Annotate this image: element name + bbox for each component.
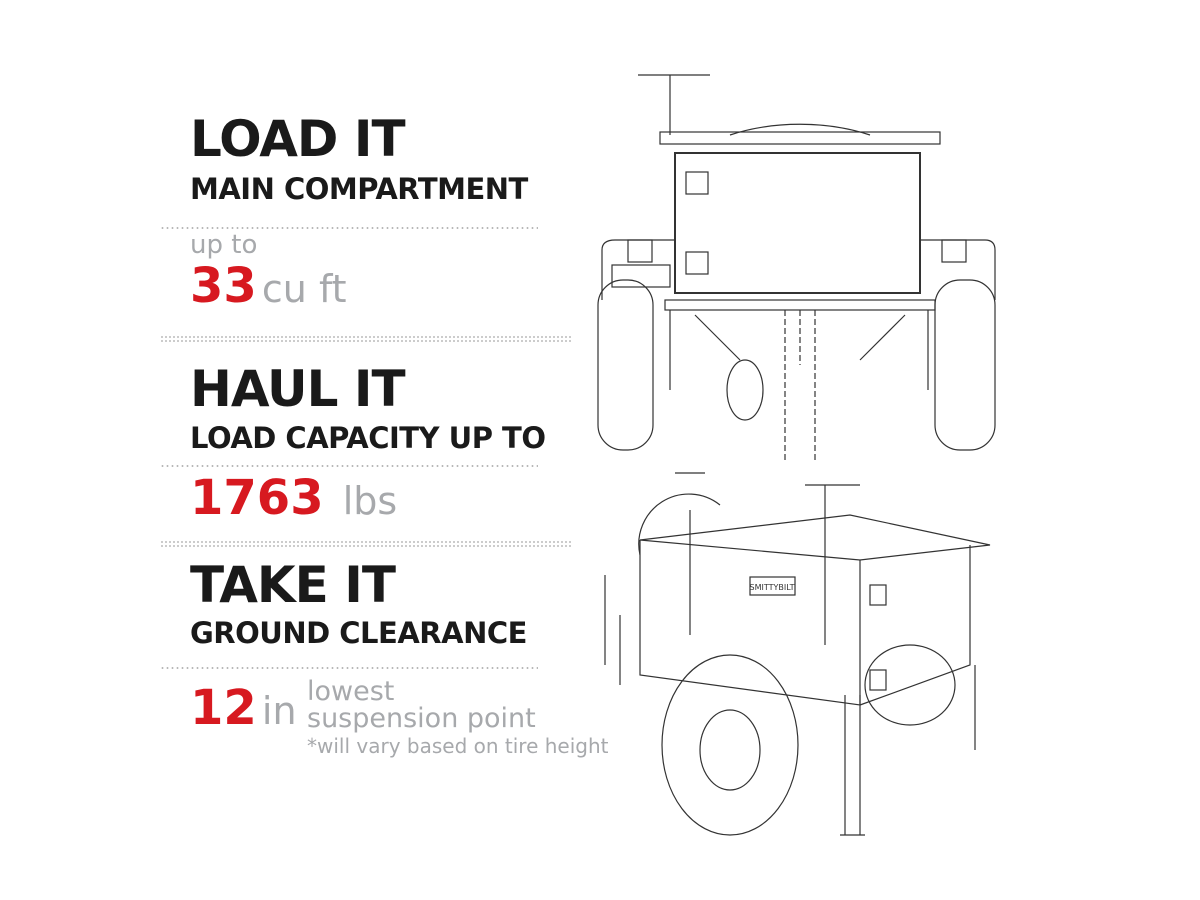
logo-text: SMITTYBILT (750, 583, 795, 592)
stat-capacity: 1763 lbs (190, 474, 397, 522)
trailer-rear-view-drawing (597, 74, 996, 460)
section-subtitle-main-compartment: MAIN COMPARTMENT (190, 172, 528, 206)
section-title-take-it: TAKE IT (190, 556, 396, 614)
band-divider (160, 540, 573, 548)
stat-unit: cu ft (261, 267, 347, 311)
section-subtitle-ground-clearance: GROUND CLEARANCE (190, 616, 527, 650)
trailer-angled-view-drawing: SMITTYBILT (604, 472, 991, 836)
stat-clearance: 12 in (190, 684, 297, 732)
divider (160, 465, 538, 467)
stat-value: 33 (190, 258, 257, 314)
note-suspension-point: suspension point (307, 703, 536, 734)
stat-value: 1763 (190, 470, 324, 526)
stat-value: 12 (190, 680, 257, 736)
section-subtitle-load-capacity: LOAD CAPACITY UP TO (190, 421, 546, 455)
divider (160, 227, 538, 229)
section-title-load-it: LOAD IT (190, 110, 406, 168)
band-divider (160, 335, 573, 343)
note-lowest: lowest (307, 676, 395, 707)
stat-unit: lbs (342, 479, 398, 523)
stat-volume: 33 cu ft (190, 262, 347, 310)
footnote-tire-height: *will vary based on tire height (307, 734, 609, 758)
divider (160, 667, 538, 669)
section-title-haul-it: HAUL IT (190, 360, 406, 418)
prefix-up-to: up to (190, 230, 258, 260)
stat-unit: in (261, 689, 297, 733)
